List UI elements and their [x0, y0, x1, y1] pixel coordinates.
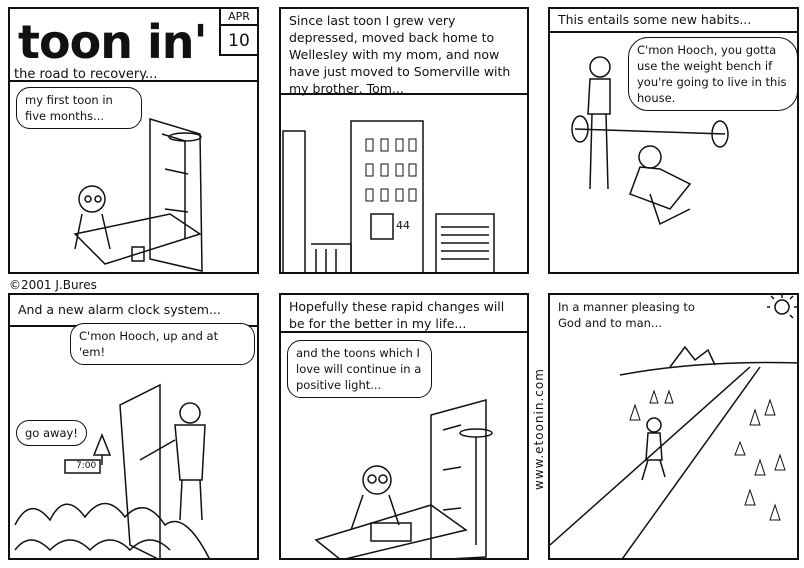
weight-bench-drawing — [571, 56, 729, 226]
speech-bubble: my first toon in five months... — [16, 87, 142, 129]
subtitle: the road to recovery... — [14, 67, 158, 82]
date-day: 10 — [221, 26, 257, 56]
bedroom-drawing — [14, 383, 210, 558]
desk-scene-drawing — [73, 117, 203, 272]
speech-bubble: C'mon Hooch, you gotta use the weight be… — [628, 37, 797, 111]
caption: Since last toon I grew very depressed, m… — [281, 9, 527, 96]
panel-4: And a new alarm clock system... C'mon Ho… — [8, 293, 259, 560]
speech-bubble: and the toons which I love will continue… — [287, 340, 432, 398]
panel-3: This entails some new habits... C'mon Ho… — [548, 7, 799, 274]
date-month: APR — [221, 9, 257, 26]
address-number: 44 — [396, 219, 410, 232]
alarm-clock-display: 7:00 — [76, 461, 97, 471]
speech-bubble: C'mon Hooch, up and at 'em! — [70, 323, 255, 365]
caption: In a manner pleasing to God and to man..… — [558, 300, 695, 330]
comic-logo: toon in' — [18, 15, 208, 69]
title-block: toon in' APR 10 the road to recovery... — [10, 9, 257, 82]
website-url: www.etoonin.com — [532, 368, 546, 490]
panel-5: Hopefully these rapid changes will be fo… — [279, 293, 529, 560]
road-landscape-drawing — [550, 295, 797, 558]
speech-bubble-go-away: go away! — [16, 420, 87, 446]
desk-scene-drawing — [314, 399, 493, 558]
city-buildings-drawing — [282, 120, 495, 272]
panel-2: Since last toon I grew very depressed, m… — [279, 7, 529, 274]
caption: This entails some new habits... — [550, 9, 797, 33]
copyright: ©2001 J.Bures — [9, 278, 97, 292]
panel-1: toon in' APR 10 the road to recovery... … — [8, 7, 259, 274]
panel-6: In a manner pleasing to God and to man..… — [548, 293, 799, 560]
caption: Hopefully these rapid changes will be fo… — [281, 295, 527, 333]
date-box: APR 10 — [219, 9, 257, 56]
